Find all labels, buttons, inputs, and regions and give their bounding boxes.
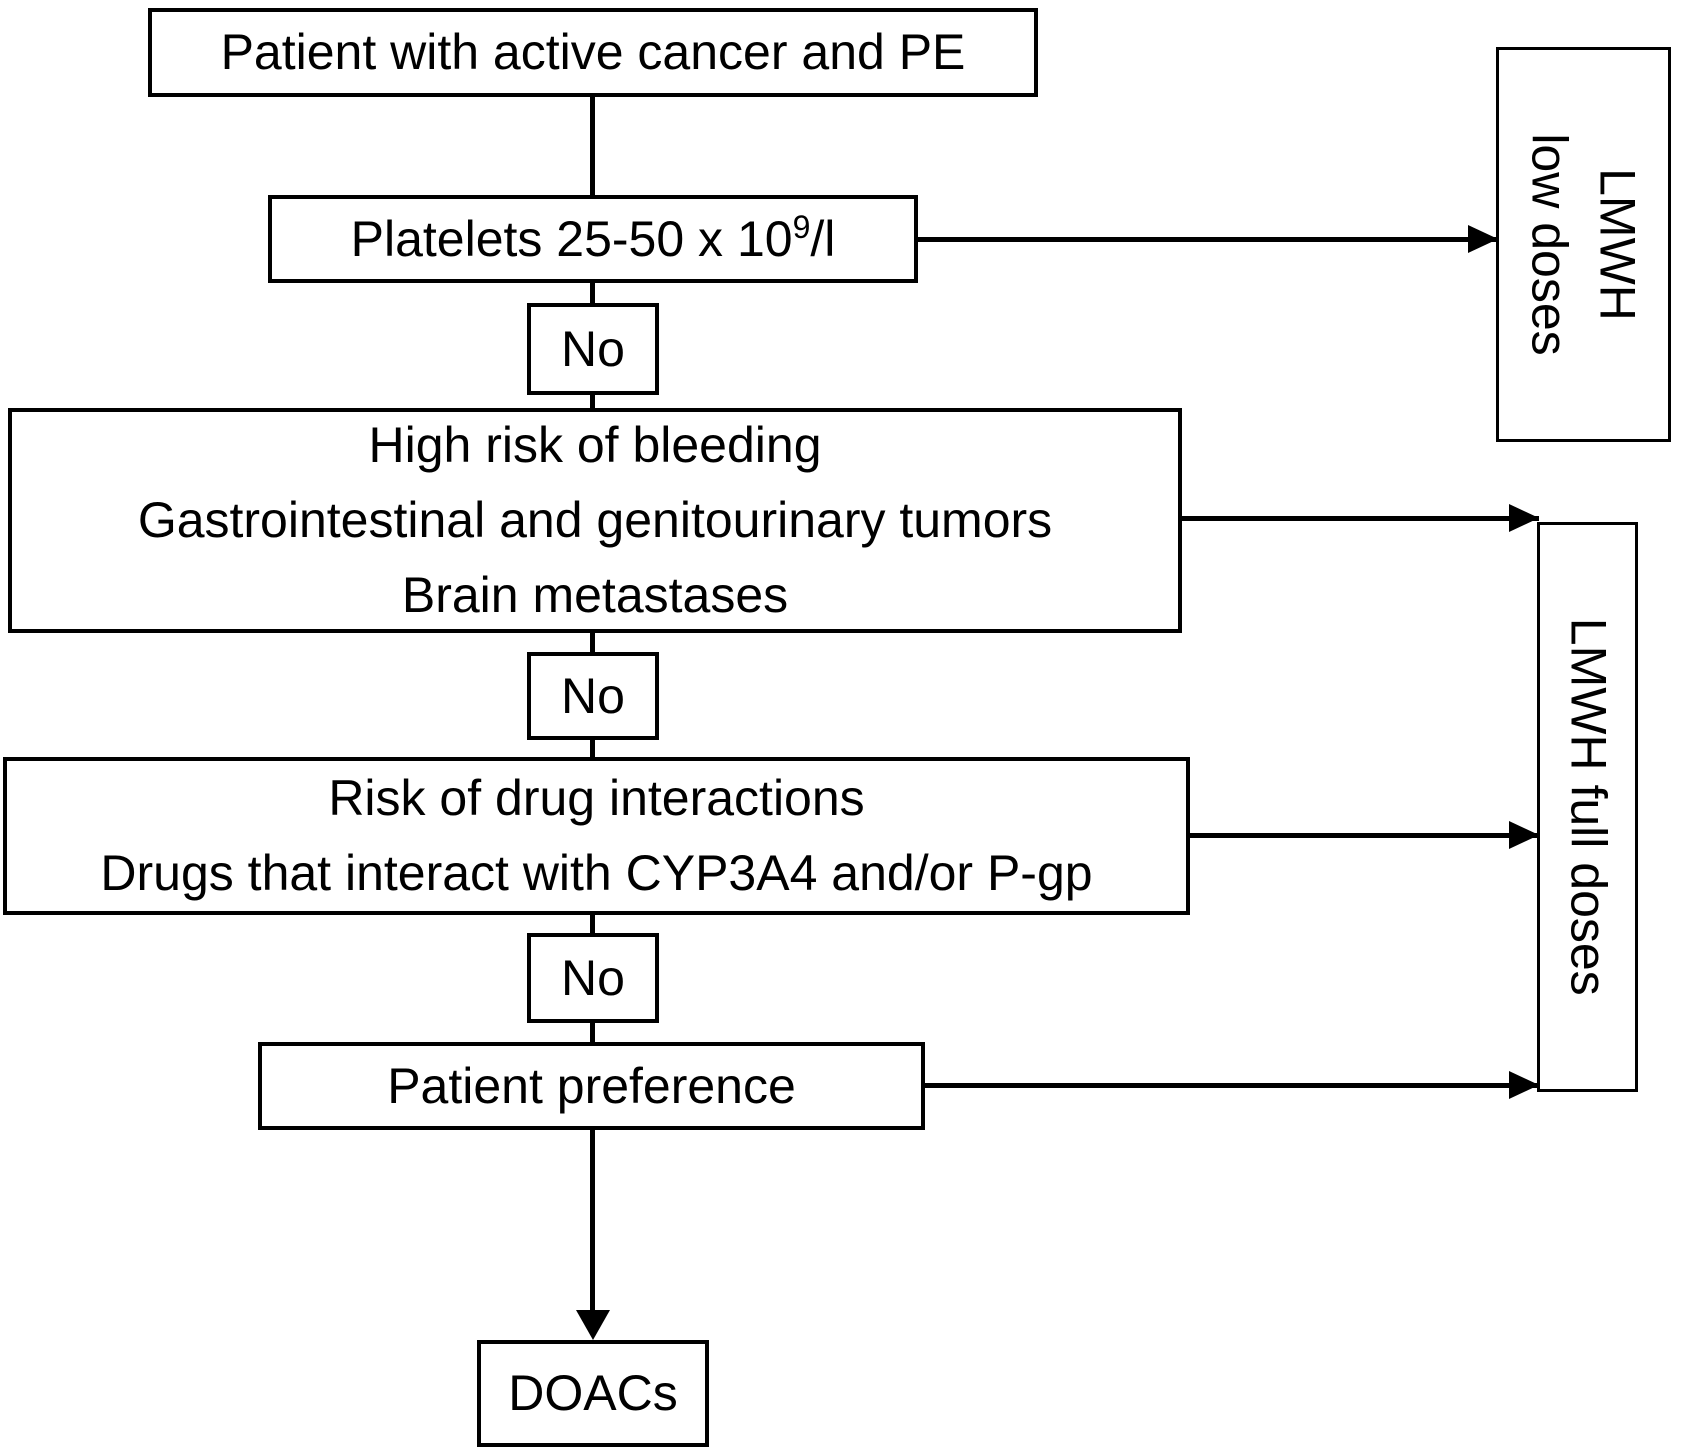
high-risk-line2: Gastrointestinal and genitourinary tumor… [137, 492, 1053, 548]
connector-platelets-to-no1 [590, 281, 595, 305]
platelets-superscript: 9 [792, 208, 811, 245]
connector-drug-interactions-to-no3 [590, 913, 595, 935]
arrowhead-lmwh-low [1468, 225, 1498, 253]
node-high-risk-text: High risk of bleeding Gastrointestinal a… [12, 408, 1178, 633]
no-label: No [561, 320, 625, 377]
connector-no1-to-high-risk [590, 393, 595, 410]
node-platelets-range: Platelets 25-50 x 109/l [268, 195, 918, 283]
connector-platelets-to-lmwh-low [916, 237, 1498, 242]
node-no-after-platelets: No [527, 303, 659, 395]
node-lmwh-full-doses: LMWH full doses [1537, 522, 1638, 1092]
high-risk-line3: Brain metastases [401, 567, 789, 623]
arrowhead-lmwh-full-middle [1509, 821, 1539, 849]
node-platelets-label: Platelets 25-50 x 109/l [350, 208, 836, 267]
connector-high-risk-to-lmwh-full [1180, 516, 1539, 521]
arrowhead-lmwh-full-top [1509, 504, 1539, 532]
node-patient-label: Patient with active cancer and PE [220, 24, 966, 80]
node-drug-interactions: Risk of drug interactions Drugs that int… [3, 757, 1190, 915]
no-label: No [561, 949, 625, 1006]
connector-patient-to-platelets [590, 95, 595, 197]
drug-interactions-line2: Drugs that interact with CYP3A4 and/or P… [100, 845, 1093, 901]
connector-preference-to-lmwh-full [923, 1083, 1539, 1088]
node-lmwh-full-doses-text: LMWH full doses [1560, 618, 1617, 996]
node-patient-preference-label: Patient preference [387, 1057, 796, 1114]
connector-high-risk-to-no2 [590, 631, 595, 654]
no-label: No [561, 667, 625, 724]
node-no-after-high-risk: No [527, 652, 659, 740]
high-risk-line1: High risk of bleeding [368, 417, 822, 473]
node-high-risk-bleeding: High risk of bleeding Gastrointestinal a… [8, 408, 1182, 633]
node-drug-interactions-text: Risk of drug interactions Drugs that int… [7, 761, 1186, 911]
node-lmwh-low-doses-text: LMWH low doses [1516, 133, 1651, 355]
lmwh-low-line1: LMWH [1590, 168, 1646, 321]
node-doacs: DOACs [477, 1340, 709, 1447]
connector-no2-to-drug-interactions [590, 738, 595, 759]
connector-preference-to-doacs [590, 1128, 595, 1312]
node-doacs-label: DOACs [508, 1365, 678, 1421]
arrowhead-lmwh-full-bottom [1509, 1071, 1539, 1099]
connector-no3-to-preference [590, 1021, 595, 1044]
node-no-after-drug-interactions: No [527, 933, 659, 1023]
node-patient-preference: Patient preference [258, 1042, 925, 1130]
lmwh-low-line2: low doses [1522, 133, 1579, 356]
node-lmwh-low-doses: LMWH low doses [1496, 47, 1671, 442]
arrowhead-doacs [576, 1310, 610, 1340]
node-patient-active-cancer-pe: Patient with active cancer and PE [148, 8, 1038, 97]
drug-interactions-line1: Risk of drug interactions [328, 770, 865, 826]
connector-drug-interactions-to-lmwh-full [1188, 833, 1539, 838]
